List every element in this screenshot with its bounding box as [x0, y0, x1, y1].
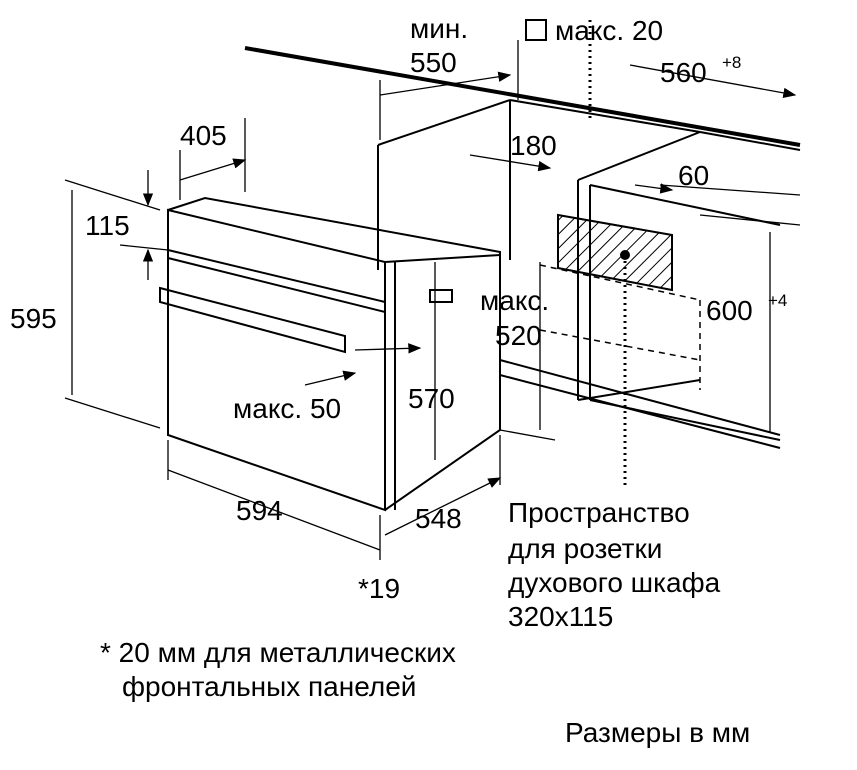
height-570: 570	[408, 383, 455, 414]
cabinet-niche	[377, 99, 801, 449]
units-note: Размеры в мм	[565, 717, 750, 748]
oven-hinge	[429, 289, 453, 303]
socket-note-line: для розетки	[508, 533, 662, 564]
width-560: 560	[660, 57, 707, 88]
oven-handle	[159, 286, 346, 354]
width-594: 594	[236, 495, 283, 526]
height-600: 600	[706, 295, 753, 326]
gap-square-icon	[525, 19, 547, 41]
depth-548: 548	[415, 503, 462, 534]
dim-60: 60	[678, 160, 709, 191]
max-50: макс. 50	[233, 393, 341, 424]
max-label: макс.	[480, 285, 549, 316]
dimension-lines	[64, 40, 797, 560]
socket-note-line: 320x115	[508, 601, 613, 632]
footnote: * 20 мм для металлических фронтальных па…	[100, 637, 456, 702]
note-19: *19	[358, 573, 400, 604]
depth-405: 405	[180, 120, 227, 151]
footnote-line: * 20 мм для металлических	[100, 637, 456, 668]
min-label: мин.	[410, 13, 468, 44]
socket-area	[557, 20, 673, 485]
depth-550: 550	[410, 47, 457, 78]
width-560-tolerance: +8	[722, 53, 741, 72]
footnote-line: фронтальных панелей	[122, 671, 416, 702]
height-600-tolerance: +4	[768, 291, 787, 310]
socket-note: Пространство для розетки духового шкафа …	[508, 497, 721, 632]
countertop	[244, 46, 801, 151]
socket-note-line: Пространство	[508, 497, 690, 528]
height-595: 595	[10, 303, 57, 334]
dim-180: 180	[510, 130, 557, 161]
oven	[159, 196, 501, 512]
height-115: 115	[85, 210, 130, 241]
gap-max-20: макс. 20	[555, 15, 663, 46]
depth-520: 520	[495, 320, 542, 351]
socket-note-line: духового шкафа	[508, 567, 721, 598]
dimension-labels: мин. 550 макс. 20 560 +8 405 180 60 115 …	[10, 13, 787, 604]
